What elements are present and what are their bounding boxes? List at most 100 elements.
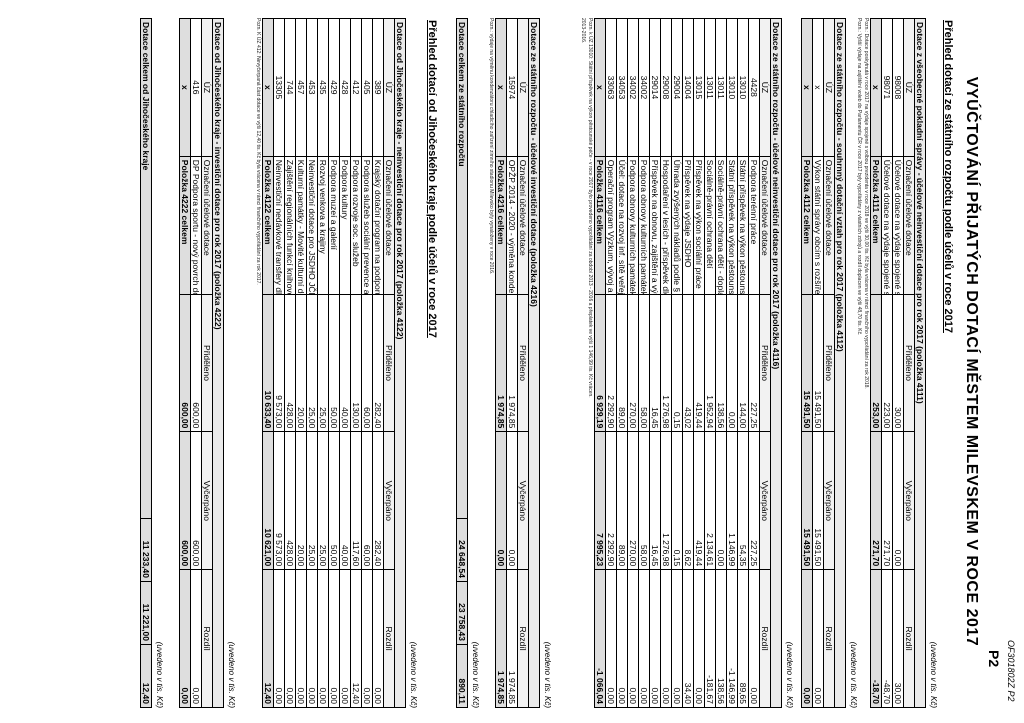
col-rozdil: Rozdíl <box>823 569 835 708</box>
region-total-rozdil: 12,40 <box>140 644 152 708</box>
cell-label: Sociálně-právní ochrana dětí <box>704 156 716 295</box>
cell-vycerpano: 2 292,90 <box>605 431 617 570</box>
cell-prideleno: 227,25 <box>748 294 760 432</box>
cell-label: Položka 4216 celkem <box>495 156 507 295</box>
cell-rozdil: 0,00 <box>693 569 705 708</box>
cell-prideleno: 419,44 <box>693 294 705 432</box>
unit-label: (uvedeno v tis. Kč) <box>785 641 794 708</box>
cell-label: Položka 4111 celkem <box>870 156 882 295</box>
cell-rozdil: 0,00 <box>317 569 329 708</box>
cell-rozdil: 12,40 <box>350 569 362 708</box>
cell-prideleno: 1 974,85 <box>506 294 518 432</box>
table-4216: Dotace ze státního rozpočtu - účelové in… <box>495 18 540 708</box>
col-uz: ÚZ <box>201 18 213 157</box>
cell-prideleno: 25,00 <box>306 294 318 432</box>
region-total: (uvedeno v tis. Kč) Dotace celkem od Jih… <box>140 18 164 708</box>
cell-prideleno: 138,56 <box>715 294 727 432</box>
cell-uz: x <box>262 18 274 157</box>
cell-vycerpano: 117,60 <box>350 431 362 570</box>
cell-uz: 453 <box>306 18 318 157</box>
cell-uz: 13010 <box>726 18 738 157</box>
col-rozdil: Rozdíl <box>201 569 213 708</box>
cell-vycerpano: 58,00 <box>638 431 650 570</box>
cell-rozdil: 0,00 <box>812 569 824 708</box>
cell-prideleno: 253,00 <box>870 294 882 432</box>
cell-prideleno: 282,40 <box>372 294 384 432</box>
cell-vycerpano: 1 146,99 <box>726 431 738 570</box>
cell-label: OPŽP 2014 - 2020 - výměna kondenzátoru c… <box>506 156 518 295</box>
cell-rozdil: 0,00 <box>605 569 617 708</box>
cell-vycerpano: 0,00 <box>715 431 727 570</box>
cell-uz: x <box>812 18 824 157</box>
unit-label: (uvedeno v tis. Kč) <box>227 641 236 708</box>
col-prideleno: Přiděleno <box>201 294 213 432</box>
cell-label: Výkon státní správy obcím s rozšířenou p… <box>812 156 824 295</box>
sum-row: x Položka 4222 celkem 600,00 600,00 0,00 <box>179 18 191 708</box>
cell-uz: 428 <box>339 18 351 157</box>
cell-rozdil: 0,00 <box>190 569 202 708</box>
cell-vycerpano: 7 995,23 <box>594 431 606 570</box>
cell-uz: 457 <box>295 18 307 157</box>
sum-row: x Položka 4112 celkem 15 491,50 15 491,5… <box>801 18 813 708</box>
col-rozdil: Rozdíl <box>903 569 915 708</box>
col-vycerpano: Vyčerpáno <box>903 431 915 570</box>
cell-label: Podpora služeb sociální prevence a soc. … <box>361 156 373 295</box>
overview-state-heading: Přehled dotací ze státního rozpočtu podl… <box>942 20 954 333</box>
cell-prideleno: 25,00 <box>317 294 329 432</box>
cell-uz: 33063 <box>605 18 617 157</box>
table-state-total: Dotace celkem ze státního rozpočtu 24 64… <box>456 18 468 708</box>
cell-rozdil: 0,00 <box>372 569 384 708</box>
state-total-rozdil: 890,11 <box>456 644 468 708</box>
cell-uz: 13011 <box>704 18 716 157</box>
cell-label: Podpora obnovy kulturních památek - soko… <box>627 156 639 295</box>
section-4222: (uvedeno v tis. Kč) Dotace od Jihočeskéh… <box>179 18 236 708</box>
cell-prideleno: 43,02 <box>682 294 694 432</box>
cell-prideleno: 15 491,50 <box>812 294 824 432</box>
section-heading: Dotace ze státního rozpočtu - účelové ne… <box>770 18 782 708</box>
cell-vycerpano: 15 491,50 <box>812 431 824 570</box>
page-marker: P2 <box>986 650 1002 668</box>
section-heading: Dotace ze státního rozpočtu - účelové in… <box>528 18 540 708</box>
unit-label: (uvedeno v tis. Kč) <box>929 641 938 708</box>
cell-rozdil: 12,40 <box>262 569 274 708</box>
state-total-vycerpano: 23 758,43 <box>456 581 468 645</box>
cell-uz: x <box>594 18 606 157</box>
table-row: 33063Operační program Výzkum, vývoj a vz… <box>605 18 617 708</box>
cell-rozdil: 0,00 <box>361 569 373 708</box>
cell-prideleno: 144,00 <box>737 294 749 432</box>
cell-vycerpano: 227,25 <box>748 431 760 570</box>
col-label: Označení účelové dotace <box>823 156 835 295</box>
document-title: VYÚČTOVÁNÍ PŘIJATÝCH DOTACÍ MĚSTEM MILEV… <box>963 76 980 647</box>
cell-uz: 429 <box>328 18 340 157</box>
footnote: Pozn.: výdaje na výměnu kondenzátoru chl… <box>488 18 494 275</box>
table-row: 405Podpora služeb sociální prevence a so… <box>361 18 373 708</box>
cell-prideleno: 10 633,40 <box>262 294 274 432</box>
cell-label: Účelové dotace na výdaje spojené s volbo… <box>892 156 904 295</box>
cell-prideleno: 600,00 <box>190 294 202 432</box>
cell-rozdil: 0,00 <box>339 569 351 708</box>
cell-uz: x <box>870 18 882 157</box>
cell-prideleno: 428,00 <box>284 294 296 432</box>
col-uz: ÚZ <box>517 18 529 157</box>
cell-vycerpano: 271,70 <box>881 431 893 570</box>
cell-rozdil: 0,00 <box>638 569 650 708</box>
cell-rozdil: 1 974,85 <box>495 569 507 708</box>
col-prideleno: Přiděleno <box>759 294 771 432</box>
section-4122: (uvedeno v tis. Kč) Dotace od Jihočeskéh… <box>255 18 418 708</box>
col-uz: ÚZ <box>383 18 395 157</box>
section-heading: Dotace od Jihočeského kraje - investiční… <box>212 18 224 708</box>
cell-label: Podpora kultury <box>339 156 351 295</box>
cell-rozdil: 138,56 <box>715 569 727 708</box>
region-total-prideleno: 11 233,40 <box>140 518 152 582</box>
